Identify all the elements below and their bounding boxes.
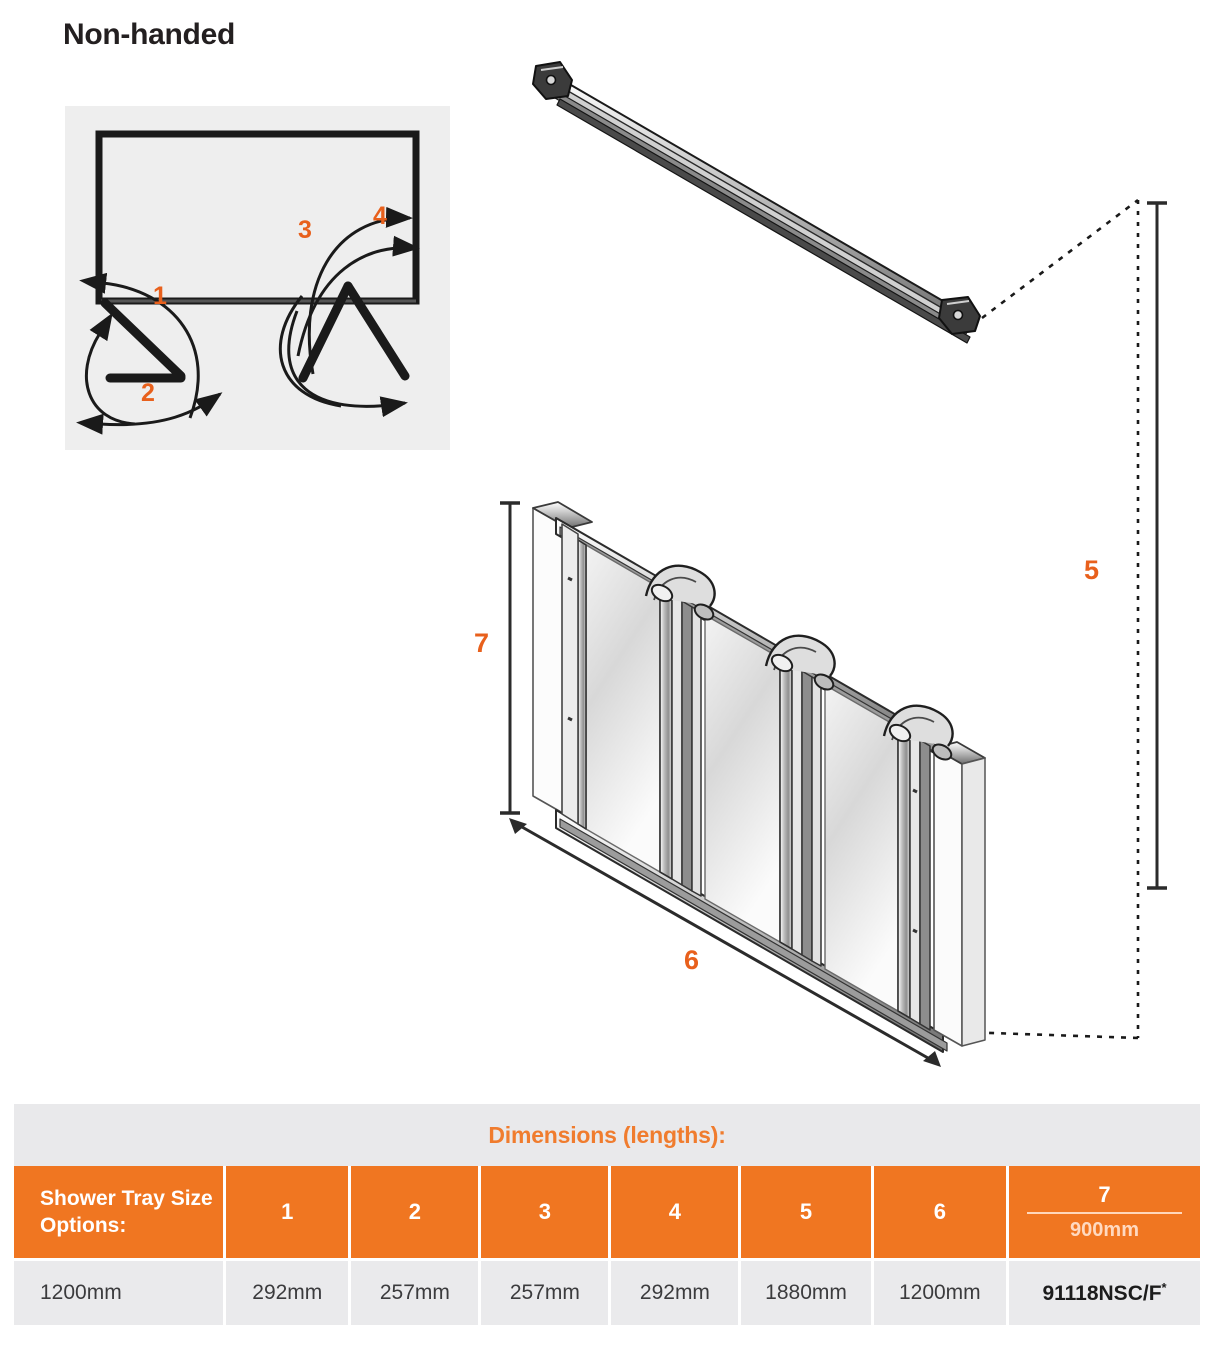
hinge-assembly-2 xyxy=(764,634,836,691)
page-title: Non-handed xyxy=(63,18,235,51)
table-header-row: Shower Tray Size Options: 1 2 3 4 5 6 7 … xyxy=(14,1166,1200,1261)
table-title: Dimensions (lengths): xyxy=(14,1104,1200,1166)
dimension-7-group xyxy=(500,501,520,815)
header-col-7: 7 900mm xyxy=(1009,1166,1200,1261)
hinge-assembly-1 xyxy=(644,564,716,621)
dimension-label-7: 7 xyxy=(474,628,490,658)
cell-dim-4: 292mm xyxy=(611,1261,742,1325)
table-row: 1200mm 292mm 257mm 257mm 292mm 1880mm 12… xyxy=(14,1261,1200,1325)
header-col-7-number: 7 xyxy=(1098,1181,1111,1207)
header-col-1: 1 xyxy=(226,1166,352,1261)
product-code-mark: * xyxy=(1161,1280,1167,1295)
header-col-7-subvalue: 900mm xyxy=(1070,1219,1139,1242)
plan-callout-4: 4 xyxy=(373,202,387,230)
plan-callout-3: 3 xyxy=(298,216,312,244)
cell-tray-size: 1200mm xyxy=(14,1261,227,1325)
header-shower-tray-size: Shower Tray Size Options: xyxy=(14,1166,227,1261)
bifold-door-assembly xyxy=(532,501,986,1053)
header-col-5: 5 xyxy=(741,1166,874,1261)
cell-dim-1: 292mm xyxy=(226,1261,352,1325)
rail-projection-line xyxy=(981,198,1139,320)
header-col-6: 6 xyxy=(873,1166,1010,1261)
plan-callout-2: 2 xyxy=(141,379,155,407)
hinge-assembly-3 xyxy=(882,704,954,761)
cell-product-code: 91118NSC/F* xyxy=(1009,1261,1200,1325)
header-col-3: 3 xyxy=(481,1166,612,1261)
cell-dim-2: 257mm xyxy=(351,1261,482,1325)
header-col-2: 2 xyxy=(351,1166,482,1261)
cell-dim-5: 1880mm xyxy=(741,1261,874,1325)
dimension-5-group xyxy=(961,200,1167,1040)
dimensions-table: Dimensions (lengths): Shower Tray Size O… xyxy=(14,1104,1200,1325)
header-col-7-divider xyxy=(1027,1212,1182,1215)
header-col-4: 4 xyxy=(611,1166,742,1261)
plan-callout-1: 1 xyxy=(153,282,167,310)
dimension-label-5: 5 xyxy=(1084,555,1100,585)
cell-dim-6: 1200mm xyxy=(873,1261,1010,1325)
top-rail-assembly xyxy=(532,61,1139,344)
dimension-6-group xyxy=(509,818,941,1067)
product-code-text: 91118NSC/F xyxy=(1042,1282,1162,1305)
cell-dim-3: 257mm xyxy=(481,1261,612,1325)
table-title-row: Dimensions (lengths): xyxy=(14,1104,1200,1166)
plan-view-drawing xyxy=(76,130,420,435)
plan-view-diagram: 1 2 3 4 xyxy=(65,106,450,450)
dimension-label-6: 6 xyxy=(684,945,700,975)
